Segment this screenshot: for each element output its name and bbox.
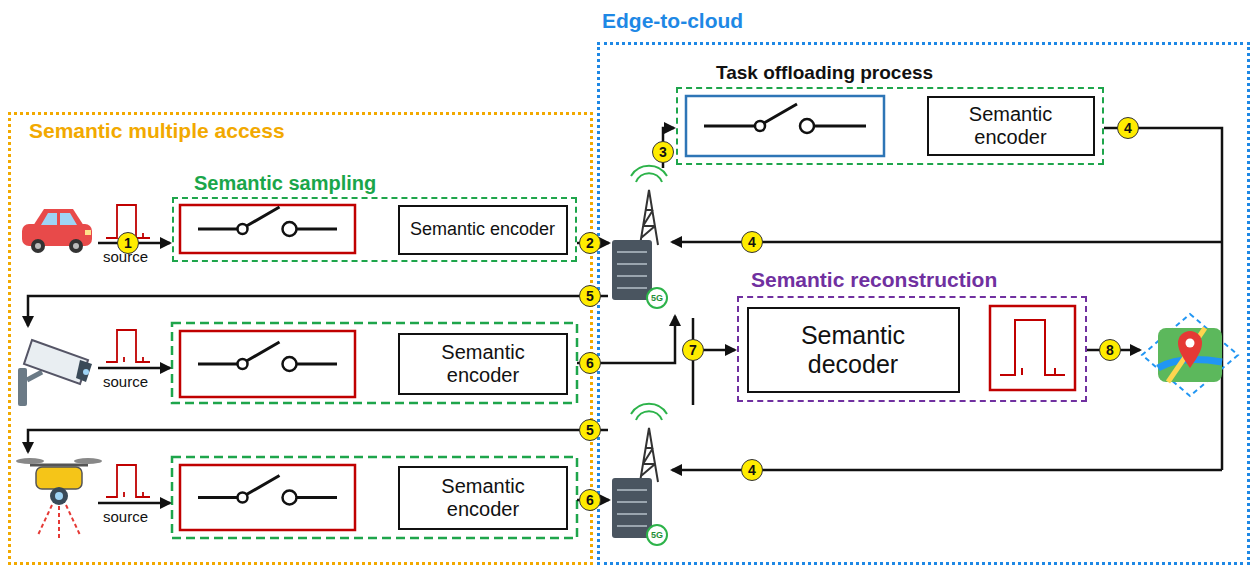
camera-icon bbox=[18, 340, 92, 406]
callout-number: 5 bbox=[579, 419, 601, 441]
switch-symbol bbox=[198, 342, 337, 364]
region: Semantic multiple accessSemantic samplin… bbox=[8, 112, 593, 565]
car-icon bbox=[22, 209, 92, 253]
switch-symbol bbox=[198, 207, 337, 229]
switch-contact bbox=[238, 224, 248, 234]
group-box: Semantic reconstructionSemantic decoder bbox=[737, 296, 1087, 402]
map-icon bbox=[1142, 314, 1238, 396]
box-label: Semantic encoder bbox=[410, 219, 555, 240]
callout-number: 3 bbox=[652, 141, 674, 163]
pulse-symbol bbox=[106, 330, 150, 362]
group-outline bbox=[172, 457, 577, 538]
switch-contact bbox=[283, 357, 297, 371]
region: Edge-to-cloudTask offloading processSema… bbox=[597, 42, 1250, 565]
switch-symbol bbox=[704, 104, 866, 126]
pulse-symbol bbox=[1000, 320, 1065, 375]
network-badge: 5G bbox=[646, 524, 668, 546]
arrows bbox=[28, 128, 1222, 503]
group-heading: Edge-to-cloud bbox=[602, 8, 743, 33]
group-heading: Semantic reconstruction bbox=[751, 267, 997, 292]
group-heading: Task offloading process bbox=[716, 62, 933, 85]
switch-box bbox=[180, 331, 355, 397]
callout-number: 5 bbox=[579, 285, 601, 307]
callout-number: 6 bbox=[579, 352, 601, 374]
switch-box bbox=[180, 465, 355, 530]
group-heading: Semantic multiple access bbox=[29, 118, 285, 143]
pulse-symbol bbox=[106, 465, 150, 497]
process-box: Semantic decoder bbox=[747, 307, 960, 393]
callout-number: 4 bbox=[741, 231, 763, 253]
process-box: Semantic encoder bbox=[398, 466, 568, 530]
source-label: source bbox=[103, 248, 148, 265]
source-label: source bbox=[103, 508, 148, 525]
switch-contact bbox=[755, 121, 765, 131]
box-label: Semantic encoder bbox=[406, 341, 560, 387]
group-outline bbox=[172, 323, 577, 403]
switch-contact bbox=[800, 119, 814, 133]
group-box: Semantic samplingSemantic encoder bbox=[172, 197, 577, 262]
process-box: Semantic encoder bbox=[398, 205, 568, 255]
callout-number: 8 bbox=[1099, 339, 1121, 361]
base-station-icon bbox=[612, 166, 667, 300]
box-label: Semantic encoder bbox=[406, 475, 560, 521]
switch-contact bbox=[238, 359, 248, 369]
switch-contact bbox=[283, 222, 297, 236]
box-label: Semantic decoder bbox=[755, 321, 952, 379]
group-heading: Semantic sampling bbox=[194, 171, 376, 195]
process-box: Semantic encoder bbox=[398, 333, 568, 395]
switch-contact bbox=[238, 493, 248, 503]
group-box: Task offloading processSemantic encoder bbox=[676, 87, 1104, 165]
pulse-box bbox=[990, 306, 1075, 390]
source-label: source bbox=[103, 373, 148, 390]
switch-box bbox=[686, 96, 884, 156]
process-box: Semantic encoder bbox=[927, 96, 1095, 156]
drone-icon bbox=[16, 458, 102, 538]
box-label: Semantic encoder bbox=[935, 103, 1087, 149]
switch-contact bbox=[283, 491, 297, 505]
base-station-icon bbox=[612, 404, 667, 538]
callout-number: 6 bbox=[579, 489, 601, 511]
callout-number: 4 bbox=[741, 459, 763, 481]
switch-symbol bbox=[198, 476, 337, 498]
callout-number: 7 bbox=[682, 339, 704, 361]
callout-number: 2 bbox=[579, 232, 601, 254]
callout-number: 4 bbox=[1117, 117, 1139, 139]
switch-box bbox=[180, 205, 355, 253]
network-badge: 5G bbox=[646, 287, 668, 309]
